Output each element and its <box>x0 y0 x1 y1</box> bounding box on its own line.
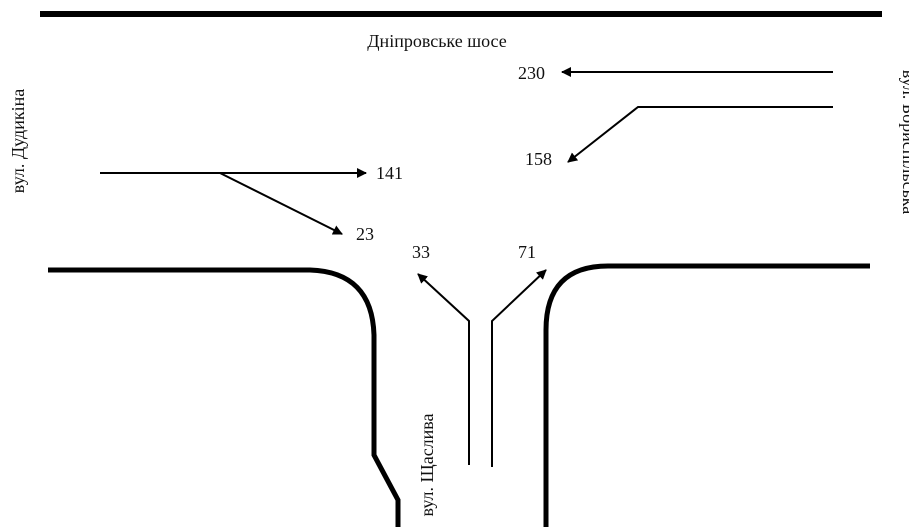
street-label-left: вул. Дудикіна <box>8 89 28 193</box>
flow-value-east-right-turn: 23 <box>356 224 374 244</box>
street-label-top: Дніпровське шосе <box>367 31 506 51</box>
road-edge-bottom-left <box>48 267 401 527</box>
flow-value-north-right-turn: 71 <box>518 242 536 262</box>
flow-value-east-through: 141 <box>376 163 403 183</box>
flow-arrow-north-right-turn <box>491 269 547 467</box>
street-label-bottom: вул. Щаслива <box>417 413 437 516</box>
flow-arrow-north-left-turn <box>417 273 470 465</box>
road-edge-bottom-right <box>543 263 870 527</box>
flow-arrow-east-right-turn <box>219 172 343 235</box>
flow-arrow-west-left-turn <box>567 106 833 163</box>
street-label-right: вул. Бориспільська <box>899 70 909 215</box>
flow-value-north-left-turn: 33 <box>412 242 430 262</box>
flow-value-west-left-turn: 158 <box>525 149 552 169</box>
flow-value-west-through: 230 <box>518 63 545 83</box>
